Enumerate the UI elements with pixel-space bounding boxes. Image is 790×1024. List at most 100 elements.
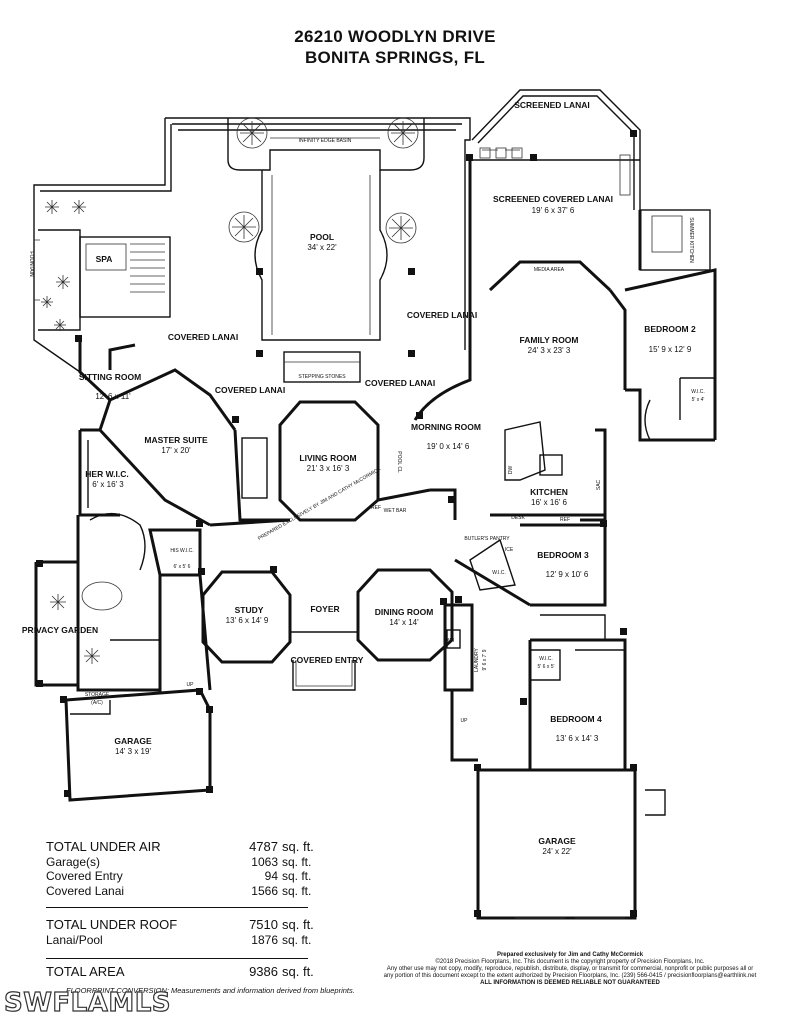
family-room-name: FAMILY ROOM <box>519 335 578 345</box>
palm-icon <box>84 648 100 664</box>
area-row-label: Garage(s) <box>46 854 101 869</box>
study-dims: 13' 6 x 14' 9 <box>226 616 269 625</box>
desk-label: DESK <box>511 515 525 521</box>
palm-icon <box>72 200 86 214</box>
palm-icon <box>45 200 59 214</box>
mls-watermark: SWFLAMLS <box>3 987 172 1018</box>
ref-k-label: REF <box>560 517 570 523</box>
her-wic-dims: 6' x 16' 3 <box>92 480 124 489</box>
credit-line: ©2018 Precision Floorplans, Inc. This do… <box>435 959 705 965</box>
credit-line: ALL INFORMATION IS DEEMED RELIABLE NOT G… <box>480 980 660 986</box>
bedroom3-dims: 12' 9 x 10' 6 <box>546 570 589 579</box>
area-row-value: 1063 <box>251 854 278 869</box>
area-row-label: TOTAL UNDER ROOF <box>46 917 178 932</box>
bedroom4-name: BEDROOM 4 <box>550 714 602 724</box>
palm-icon <box>50 594 66 610</box>
master-suite-dims: 17' x 20' <box>161 446 191 455</box>
bedroom3-name: BEDROOM 3 <box>537 550 589 560</box>
dw-label: DW <box>508 466 514 475</box>
privacy-garden-label: PRIVACY GARDEN <box>22 625 98 635</box>
spa-label: SPA <box>96 254 113 264</box>
wic-b2-dims: 5' x 4' <box>692 397 705 403</box>
palm-icon <box>387 117 419 149</box>
study-name: STUDY <box>235 605 264 615</box>
area-row-unit: sq. ft. <box>282 869 312 883</box>
area-row: TOTAL AREA 9386 sq. ft. <box>46 964 316 980</box>
wic-b3-label: W.I.C. <box>492 570 506 576</box>
address-line: 26210 WOODLYN DRIVE <box>294 27 496 46</box>
area-row-unit: sq. ft. <box>282 964 314 979</box>
area-row: Covered Entry 94 sq. ft. <box>46 869 316 884</box>
garage-left-name: GARAGE <box>114 736 152 746</box>
area-row-value: 94 <box>264 869 278 883</box>
palm-icon <box>41 296 53 308</box>
screened-covered-lanai-name: SCREENED COVERED LANAI <box>493 194 613 204</box>
area-row-label: TOTAL UNDER AIR <box>46 839 161 854</box>
bedroom4-dims: 13' 6 x 14' 3 <box>556 734 599 743</box>
morning-room-dims: 19' 0 x 14' 6 <box>427 442 470 451</box>
prepared-stamp: PREPARED EXCLUSIVELY BY JIM AND CATHY Mc… <box>257 466 383 542</box>
living-room-name: LIVING ROOM <box>299 453 356 463</box>
credit-line: any portion of this document except to t… <box>383 973 757 979</box>
area-row-value: 9386 <box>249 964 278 979</box>
screened-covered-lanai-dims: 19' 6 x 37' 6 <box>532 206 575 215</box>
covered-lanai-mid-right-label: COVERED LANAI <box>365 378 435 388</box>
plan-title: 26210 WOODLYN DRIVE BONITA SPRINGS, FL <box>0 26 790 68</box>
palm-icon <box>385 212 417 244</box>
area-row: Covered Lanai 1566 sq. ft. <box>46 884 316 899</box>
credit-line: Prepared exclusively for Jim and Cathy M… <box>496 952 644 958</box>
area-table: TOTAL UNDER AIR 4787 sq. ft. Garage(s) 1… <box>46 839 316 980</box>
foyer-label: FOYER <box>310 604 339 614</box>
media-area-label: MEDIA AREA <box>534 267 565 273</box>
fountain-label: FOUNTAIN <box>28 251 34 277</box>
pool-dims: 34' x 22' <box>307 243 337 252</box>
morning-room-name: MORNING ROOM <box>411 422 481 432</box>
wet-bar-label: WET BAR <box>384 508 407 514</box>
palm-icons <box>41 117 419 664</box>
laundry-name: LAUNDRY <box>474 647 480 671</box>
sitting-room-name: SITTING ROOM <box>79 372 141 382</box>
living-room-dims: 21' 3 x 16' 3 <box>307 464 350 473</box>
bedroom2-dims: 15' 9 x 12' 9 <box>649 345 692 354</box>
wic-b4-dims: 5' 6 x 5' <box>538 664 555 670</box>
pool-deck <box>33 117 471 383</box>
pool-name: POOL <box>310 232 334 242</box>
sitting-room-dims: 12' 6 x 11' <box>95 392 131 401</box>
garage-right-name: GARAGE <box>538 836 576 846</box>
area-row-label: Covered Entry <box>46 869 123 883</box>
area-row: TOTAL UNDER ROOF 7510 sq. ft. <box>46 917 316 933</box>
covered-lanai-mid-left-label: COVERED LANAI <box>215 385 285 395</box>
area-row: Garage(s) 1063 sq. ft. <box>46 855 316 870</box>
area-row-unit: sq. ft. <box>282 883 312 898</box>
area-row: Lanai/Pool 1876 sq. ft. <box>46 933 316 948</box>
area-row-value: 4787 <box>249 839 278 854</box>
palm-icon <box>228 211 260 243</box>
area-row-value: 1876 <box>251 932 278 947</box>
kitchen-name: KITCHEN <box>530 487 568 497</box>
storage-name: STORAGE <box>85 692 110 698</box>
pool-cl-label: POOL CL <box>396 451 402 473</box>
screened-lanai-label: SCREENED LANAI <box>514 100 590 110</box>
area-row-unit: sq. ft. <box>282 854 312 869</box>
garage-right-dims: 24' x 22' <box>542 847 572 856</box>
columns <box>36 130 637 917</box>
area-row-unit: sq. ft. <box>282 917 314 932</box>
area-row-unit: sq. ft. <box>282 932 312 947</box>
infinity-edge-label: INFINITY EDGE BASIN <box>299 138 352 144</box>
city-line: BONITA SPRINGS, FL <box>304 48 486 67</box>
area-row-value: 1566 <box>251 883 278 898</box>
wic-b2-name: W.I.C. <box>691 389 705 395</box>
master-suite-name: MASTER SUITE <box>144 435 208 445</box>
palm-icon <box>54 319 66 331</box>
area-row: TOTAL UNDER AIR 4787 sq. ft. <box>46 839 316 855</box>
footnote: FLOORPRINT CONVERSION: Measurements and … <box>66 986 355 995</box>
table-divider <box>46 907 308 908</box>
covered-entry-label: COVERED ENTRY <box>291 655 364 665</box>
dining-room-name: DINING ROOM <box>375 607 434 617</box>
wh-label: WH <box>446 638 455 644</box>
credit-line: Any other use may not copy, modify, repr… <box>386 966 754 972</box>
his-wic-dims: 6' x 5' 6 <box>174 564 191 570</box>
summer-kitchen-label: SUMMER KITCHEN <box>688 217 694 263</box>
area-row-value: 7510 <box>249 917 278 932</box>
